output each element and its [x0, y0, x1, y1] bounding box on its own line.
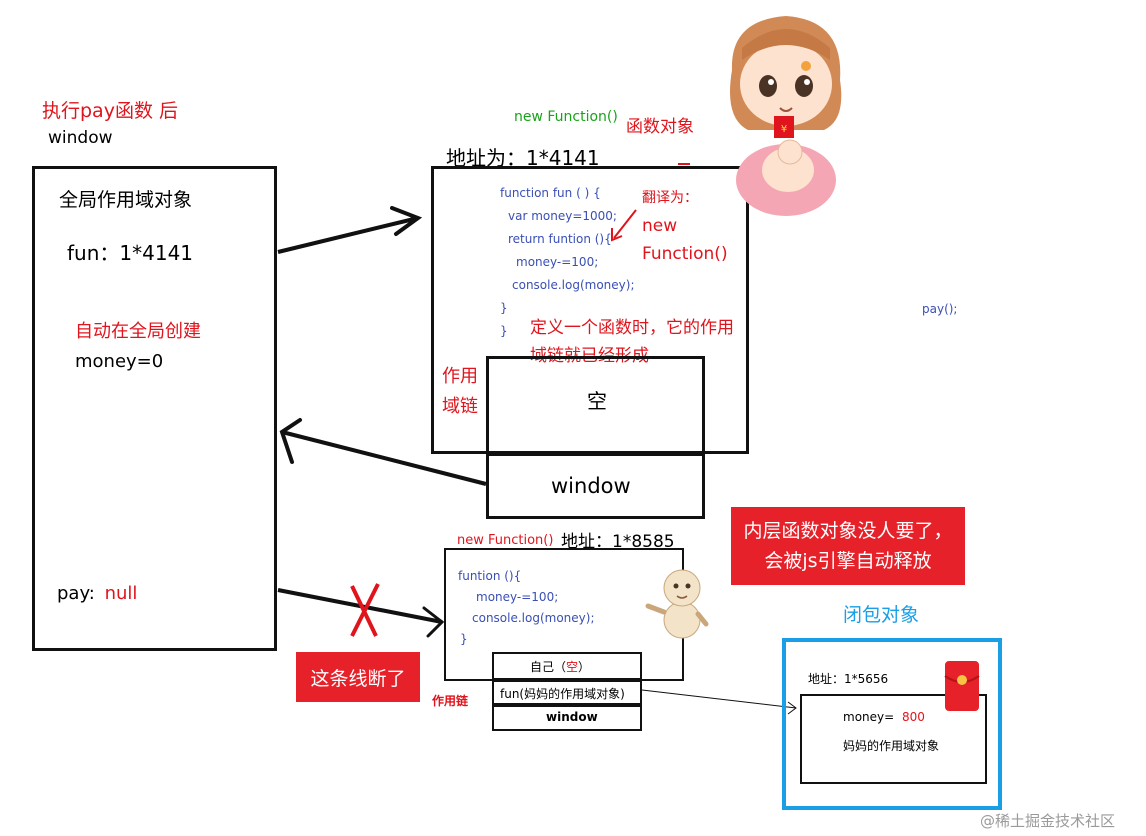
auto-create-note: 自动在全局创建	[75, 321, 201, 342]
chain-self-close: ）	[578, 660, 591, 674]
code-line: console.log(money);	[472, 611, 595, 625]
closure-title: 闭包对象	[843, 604, 920, 626]
code-line: }	[460, 632, 468, 646]
closure-outer-box	[782, 638, 1002, 810]
function-object-box	[431, 166, 749, 454]
arrow-window-to-global	[281, 430, 487, 486]
translate-text: new Function()	[642, 212, 728, 268]
closure-address: 地址：1*5656	[808, 672, 889, 686]
chain-self-label: 自己（	[530, 660, 567, 674]
code-line: function fun ( ) {	[500, 186, 601, 200]
money-entry: money=0	[75, 351, 164, 372]
arrow-fun-to-object	[277, 216, 419, 254]
scope-chain-label-inner: 作用链	[432, 694, 469, 708]
inner-chain-fun-box: fun(妈妈的作用域对象)	[492, 680, 642, 705]
cross-icon	[350, 583, 380, 637]
code-line: return funtion (){	[508, 232, 612, 246]
fun-entry: fun：1*4141	[67, 241, 194, 265]
code-line: funtion (){	[458, 569, 522, 583]
code-block-inner: funtion (){ money-=100; console.log(mone…	[458, 566, 595, 650]
global-scope-title: 全局作用域对象	[59, 189, 193, 211]
chain-self: 自己（空）	[530, 658, 590, 675]
released-note: 内层函数对象没人要了，会被js引擎自动释放	[731, 507, 965, 585]
closure-desc: 妈妈的作用域对象	[843, 739, 940, 753]
code-block-top: function fun ( ) { var money=1000; retur…	[500, 182, 635, 343]
translate-line: new	[642, 216, 678, 236]
inner-chain-self-box: 自己（空）	[492, 652, 642, 680]
new-function-top: new Function()	[514, 109, 618, 125]
chain-window-inner: window	[546, 710, 598, 724]
code-line: }	[500, 324, 508, 338]
code-line: }	[500, 301, 508, 315]
code-line: console.log(money);	[512, 278, 635, 292]
translate-label: 翻译为：	[642, 190, 698, 206]
chain-self-empty: 空	[566, 660, 579, 674]
code-line: var money=1000;	[508, 209, 617, 223]
scope-chain-empty-box: 空	[486, 356, 705, 456]
inner-chain-window-box: window	[492, 705, 642, 731]
red-envelope-icon	[944, 660, 980, 712]
closure-money-label: money=	[843, 710, 895, 724]
pay-entry: pay: null	[57, 583, 137, 604]
global-scope-box: 全局作用域对象 fun：1*4141 自动在全局创建 money=0 pay: …	[32, 166, 277, 651]
page-title: 执行pay函数 后	[42, 100, 178, 122]
translate-line: Function()	[642, 244, 728, 264]
chain-fun: fun(妈妈的作用域对象)	[500, 687, 625, 701]
new-function-inner: new Function()	[457, 533, 554, 548]
scope-chain-label-top: 作用域链	[442, 366, 478, 417]
window-label: window	[48, 128, 113, 148]
pay-value: null	[104, 583, 138, 604]
closure-inner-box: money= 800 妈妈的作用域对象	[800, 694, 987, 784]
arrow-fun-to-closure	[641, 689, 797, 709]
chain-empty: 空	[587, 389, 607, 413]
baby-mascot-icon	[644, 566, 714, 642]
closure-money: money= 800	[843, 710, 925, 724]
code-line: money-=100;	[516, 255, 599, 269]
pay-call: pay();	[922, 302, 958, 316]
watermark: @稀土掘金技术社区	[980, 812, 1116, 830]
closure-money-value: 800	[902, 710, 925, 724]
function-object-label: 函数对象	[626, 117, 694, 137]
scope-chain-window-box: window	[486, 453, 705, 519]
code-line: money-=100;	[476, 590, 559, 604]
chain-window-top: window	[551, 474, 631, 498]
inner-address: 地址：1*8585	[561, 532, 675, 552]
girl-mascot-icon: ¥	[712, 10, 858, 216]
broken-line-note: 这条线断了	[296, 652, 420, 702]
pay-label: pay:	[57, 583, 95, 604]
svg-text:¥: ¥	[781, 124, 787, 135]
